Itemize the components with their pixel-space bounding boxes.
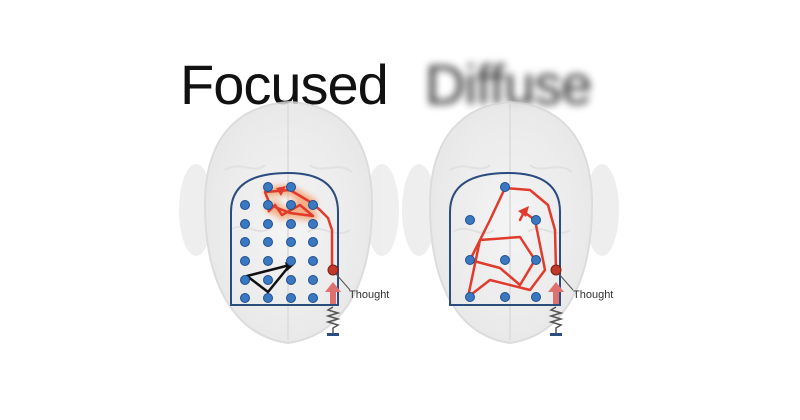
node-dot — [240, 256, 250, 266]
focused-nodes — [240, 182, 318, 303]
node-dot — [286, 200, 296, 210]
thought-node-icon — [550, 264, 562, 276]
board-outline — [449, 171, 561, 306]
spring-icon — [325, 306, 341, 336]
thought-label-focused: Thought — [349, 289, 389, 301]
diffuse-thought-path — [466, 186, 558, 299]
node-dot — [465, 292, 475, 302]
node-dot — [308, 200, 318, 210]
diffuse-nodes — [465, 182, 541, 302]
node-dot — [240, 219, 250, 229]
node-dot — [263, 200, 273, 210]
node-dot — [308, 256, 318, 266]
node-dot — [465, 215, 475, 225]
node-dot — [240, 237, 250, 247]
node-dot — [263, 219, 273, 229]
node-dot — [286, 219, 296, 229]
node-dot — [531, 292, 541, 302]
node-dot — [286, 256, 296, 266]
node-dot — [240, 293, 250, 303]
node-dot — [240, 200, 250, 210]
thought-label-diffuse: Thought — [573, 289, 613, 301]
node-dot — [286, 275, 296, 285]
node-dot — [240, 275, 250, 285]
focused-thought-path — [263, 188, 334, 270]
thought-leader-line — [335, 273, 351, 291]
node-dot — [263, 256, 273, 266]
node-dot — [286, 182, 296, 192]
spring-icon — [548, 306, 564, 336]
node-dot — [286, 237, 296, 247]
focused-triangle-path — [245, 263, 292, 294]
node-dot — [308, 237, 318, 247]
node-dot — [263, 182, 273, 192]
panel-diffuse: Thought — [402, 100, 619, 345]
node-dot — [465, 255, 475, 265]
diffuse-path-arrowhead — [518, 206, 529, 217]
board-outline — [230, 171, 339, 306]
up-arrow-icon — [325, 282, 341, 304]
node-dot — [263, 293, 273, 303]
node-dot — [531, 215, 541, 225]
thought-node-icon — [327, 264, 339, 276]
node-dot — [308, 219, 318, 229]
node-dot — [308, 293, 318, 303]
node-dot — [500, 182, 510, 192]
panel-focused: Thought — [179, 100, 399, 345]
node-dot — [308, 275, 318, 285]
brain-silhouette — [402, 100, 619, 345]
thought-leader-line — [558, 273, 574, 291]
node-dot — [263, 237, 273, 247]
node-dot — [263, 275, 273, 285]
node-dot — [531, 255, 541, 265]
focused-path-arrowhead — [276, 186, 286, 196]
node-dot — [286, 293, 296, 303]
up-arrow-icon — [548, 282, 564, 304]
node-dot — [500, 292, 510, 302]
node-dot — [500, 255, 510, 265]
